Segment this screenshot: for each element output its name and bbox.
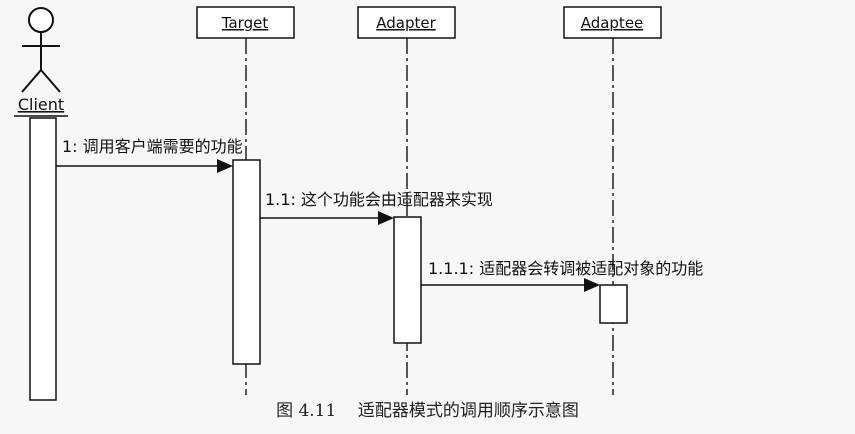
client-activation [29, 117, 57, 401]
object-adaptee-label: Adaptee [581, 14, 644, 32]
object-adaptee: Adaptee [563, 6, 662, 39]
message-1-1-label: 1.1: 这个功能会由适配器来实现 [265, 190, 493, 209]
message-1-1: 1.1: 这个功能会由适配器来实现 [260, 190, 493, 225]
message-1-1-arrowhead [378, 211, 394, 225]
object-target: Target [196, 6, 295, 39]
message-1-1-1-label: 1.1.1: 适配器会转调被适配对象的功能 [428, 259, 703, 278]
object-target-box [196, 6, 295, 39]
actor-head [28, 7, 54, 33]
actor-label: Client [18, 95, 64, 114]
message-1-label: 1: 调用客户端需要的功能 [62, 137, 243, 156]
actor-right-leg [40, 69, 61, 93]
message-1-1-1-arrowhead [584, 278, 600, 292]
message-1: 1: 调用客户端需要的功能 [56, 137, 243, 173]
actor-left-leg [21, 69, 42, 93]
object-target-label: Target [221, 14, 269, 32]
actor-client: Client [14, 7, 68, 117]
figure-caption: 图 4.11 适配器模式的调用顺序示意图 [276, 401, 579, 421]
object-adaptee-box [563, 6, 662, 39]
adapter-activation [393, 216, 422, 344]
adaptee-activation [599, 284, 628, 324]
object-adapter-label: Adapter [376, 14, 436, 32]
target-activation [232, 159, 261, 365]
object-adapter: Adapter [357, 6, 456, 39]
message-1-1-1: 1.1.1: 适配器会转调被适配对象的功能 [421, 259, 703, 292]
message-1-arrowhead [217, 159, 233, 173]
object-adapter-box [357, 6, 456, 39]
